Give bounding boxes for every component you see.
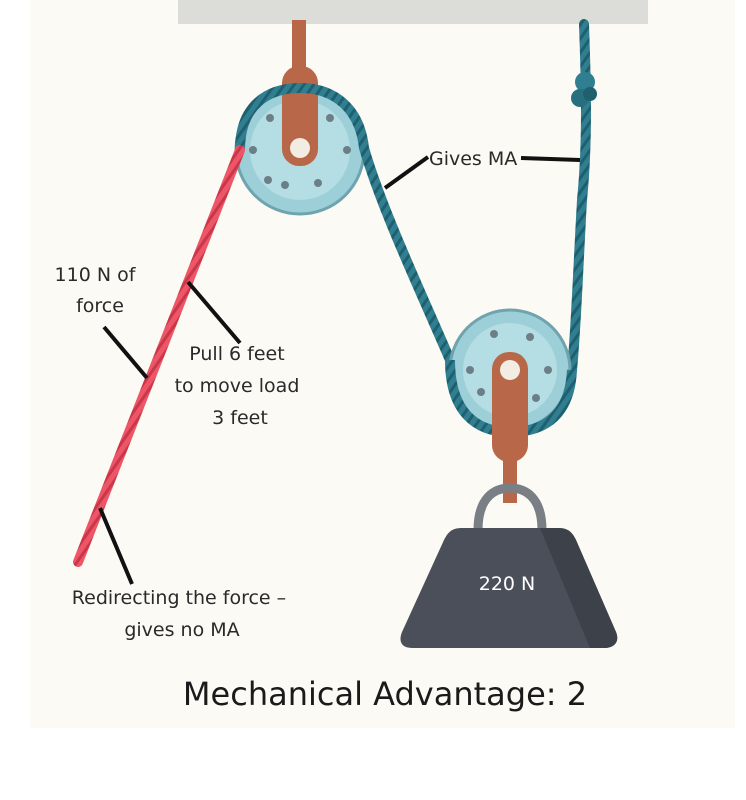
force-leader-line — [102, 325, 149, 380]
teal-rope-middle-segment — [359, 143, 455, 365]
gives-ma-leader-left — [383, 155, 430, 190]
lower-pulley-bracket — [492, 352, 528, 462]
force-label-line-1: 110 N of — [55, 264, 137, 286]
lower-pulley-rod — [503, 455, 517, 503]
redirect-label-line-2: gives no MA — [124, 619, 239, 641]
red-pull-rope — [73, 145, 245, 567]
diagram-background — [30, 0, 735, 728]
caption: Mechanical Advantage: 2 — [183, 675, 587, 713]
pull-label-line-2: to move load — [175, 375, 300, 397]
redirect-leader-line — [98, 507, 134, 585]
gives-ma-label: Gives MA — [429, 148, 517, 170]
redirect-label-line-1: Redirecting the force – — [72, 587, 286, 609]
weight-ring — [473, 483, 547, 531]
upper-pulley-rod — [292, 20, 306, 80]
ceiling — [178, 0, 648, 24]
teal-rope-upper-arc — [235, 82, 369, 151]
force-label: 110 N of force — [55, 264, 142, 317]
pull-label: Pull 6 feet to move load 3 feet — [175, 343, 306, 429]
weight-block — [400, 528, 618, 648]
force-label-line-2: force — [76, 295, 124, 317]
weight-label: 220 N — [479, 573, 536, 595]
gives-ma-leader-right — [520, 156, 581, 162]
redirect-label: Redirecting the force – gives no MA — [72, 587, 292, 641]
rope-knot — [571, 72, 597, 107]
pull-leader-line — [186, 280, 242, 345]
pull-label-line-3: 3 feet — [212, 407, 268, 429]
pull-label-line-1: Pull 6 feet — [189, 343, 284, 365]
